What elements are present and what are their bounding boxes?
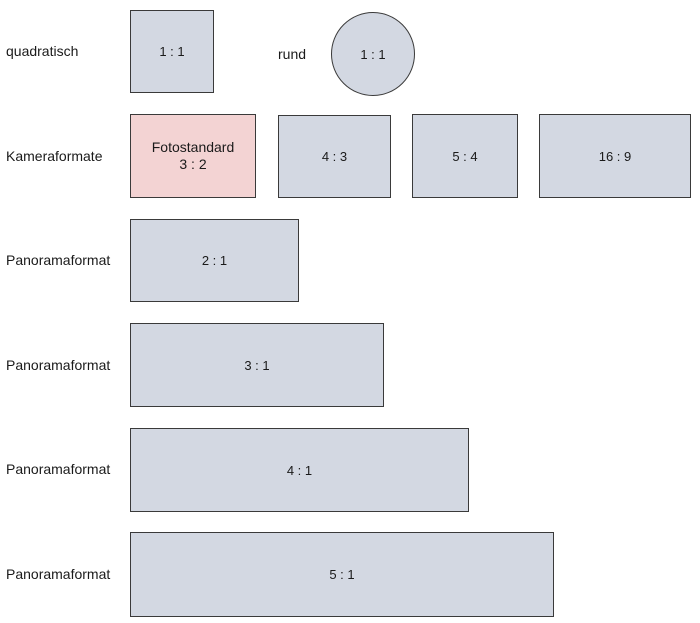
panorama-5-1: 5 : 1 (130, 532, 554, 617)
panorama-5-1-label: 5 : 1 (329, 567, 355, 582)
square-ratio-label: 1 : 1 (159, 44, 185, 59)
circle-ratio-label: 1 : 1 (360, 46, 386, 62)
format-4-3: 4 : 3 (278, 115, 391, 198)
round-label: rund (278, 46, 307, 62)
square-1-1: 1 : 1 (130, 10, 214, 93)
row-label-panorama-4-1: Panoramaformat (6, 461, 111, 477)
panorama-2-1: 2 : 1 (130, 219, 299, 302)
format-16-9-label: 16 : 9 (598, 148, 632, 164)
panorama-2-1-label: 2 : 1 (201, 253, 228, 268)
row-label-panorama-5-1: Panoramaformat (6, 566, 111, 582)
format-5-4-label: 5 : 4 (452, 148, 478, 164)
row-label-panorama-3-1: Panoramaformat (6, 357, 111, 373)
format-4-3-label: 4 : 3 (321, 149, 348, 164)
row-label-quadratisch: quadratisch (6, 43, 79, 59)
fotostandard-ratio: 3 : 2 (179, 156, 207, 172)
panorama-3-1: 3 : 1 (130, 323, 384, 407)
format-16-9: 16 : 9 (539, 114, 691, 198)
fotostandard-title: Fotostandard (151, 139, 235, 155)
row-label-panorama-2-1: Panoramaformat (6, 252, 111, 268)
panorama-3-1-label: 3 : 1 (244, 357, 270, 373)
fotostandard-3-2: Fotostandard 3 : 2 (130, 114, 256, 198)
panorama-4-1: 4 : 1 (130, 428, 469, 512)
format-5-4: 5 : 4 (412, 114, 518, 198)
panorama-4-1-label: 4 : 1 (286, 462, 313, 478)
circle-1-1: 1 : 1 (331, 12, 415, 96)
row-label-kameraformate: Kameraformate (6, 148, 103, 164)
